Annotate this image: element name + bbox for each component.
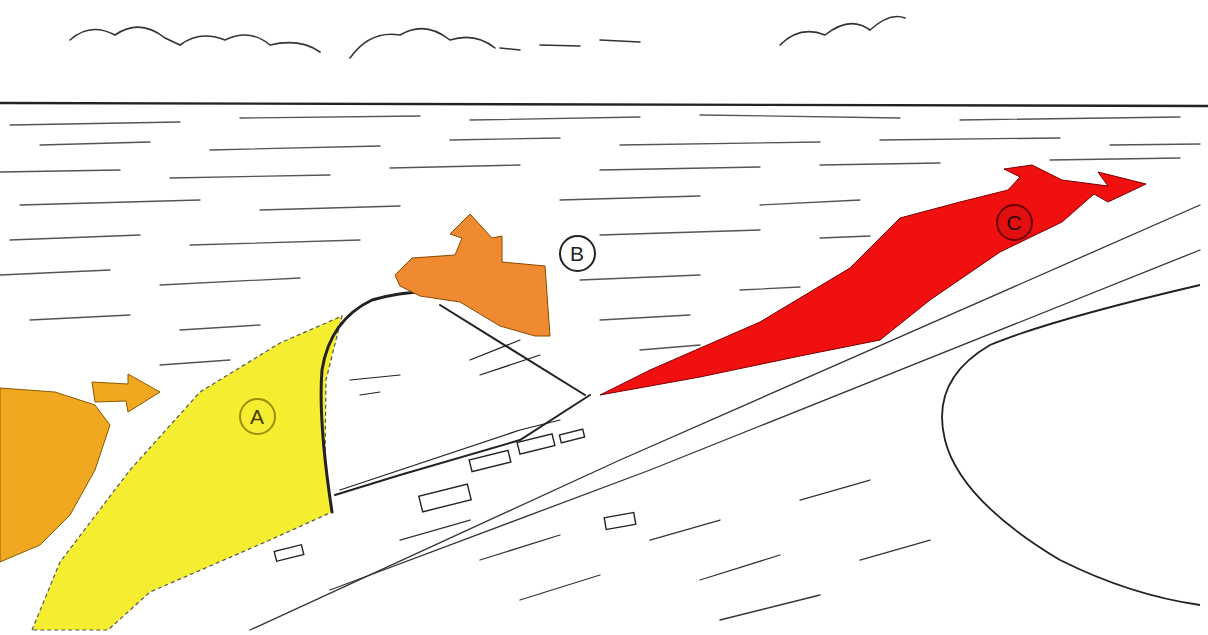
- horizon-line: [0, 103, 1208, 106]
- roads: [250, 205, 1200, 630]
- callout-letter: C: [1006, 212, 1021, 233]
- callout-letter: A: [250, 406, 264, 427]
- callout-letter: B: [570, 243, 584, 264]
- region-callout: C: [996, 204, 1033, 241]
- left-arrow: [92, 374, 160, 412]
- clouds: [70, 17, 905, 59]
- region-a: [32, 316, 342, 630]
- region-b: [395, 214, 550, 336]
- region-callout: A: [239, 398, 276, 435]
- region-callout: B: [559, 235, 596, 272]
- coastline: [942, 285, 1200, 605]
- sea-waves: [0, 115, 1200, 365]
- region-c: [600, 165, 1146, 395]
